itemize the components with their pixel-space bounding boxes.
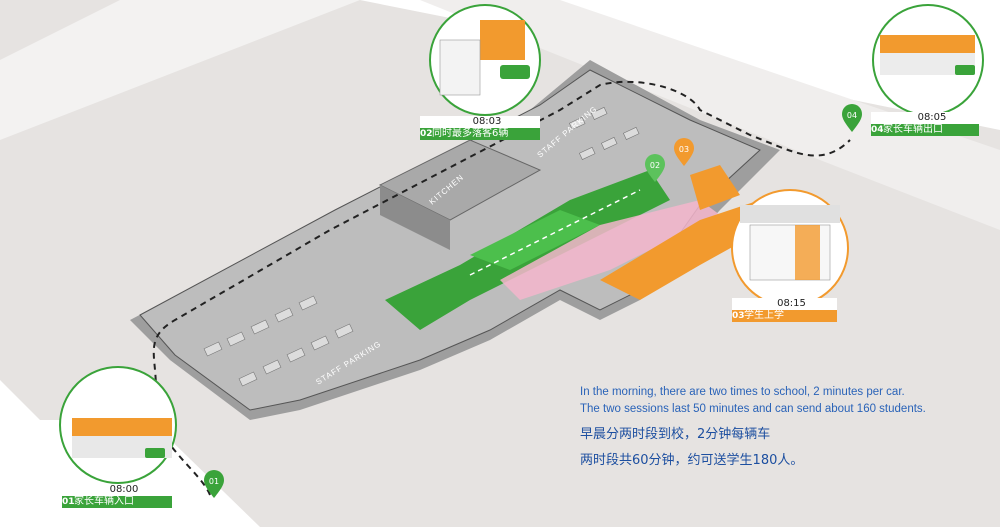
orange-entry (690, 165, 740, 210)
callout-04-vignette (872, 4, 984, 116)
callout-03-caption: 08:15 03学生上学 (732, 298, 837, 322)
dropoff-route (469, 189, 641, 276)
description-notes: In the morning, there are two times to s… (580, 384, 990, 474)
staff-parking-top (568, 106, 640, 160)
staff-parking-left (203, 295, 354, 387)
marker-03-label: 03 (679, 145, 689, 154)
left-road (0, 0, 360, 140)
callout-02-vignette (429, 4, 541, 116)
kitchen-wall (380, 185, 450, 250)
marker-04: 04 (842, 104, 862, 132)
note-zh-line1: 早晨分两时段到校，2分钟每辆车 (580, 427, 771, 442)
callout-03-number: 03 (732, 311, 745, 321)
callout-03-vignette (731, 189, 849, 307)
note-zh-line2: 两时段共60分钟，约可送学生180人。 (580, 453, 804, 468)
callout-03-label: 学生上学 (744, 310, 784, 321)
callout-01-label: 家长车辆入口 (74, 496, 134, 507)
marker-02-label: 02 (650, 161, 660, 170)
callout-01-caption: 08:00 01家长车辆入口 (62, 484, 172, 508)
callout-04-number: 04 (871, 125, 884, 135)
callout-04-caption: 08:05 04家长车辆出口 (871, 112, 979, 136)
callout-01-vignette (59, 366, 177, 484)
marker-03: 03 (674, 138, 694, 166)
callout-03-time: 08:15 (732, 298, 837, 310)
callout-02-number: 02 (420, 129, 433, 139)
marker-01-label: 01 (209, 477, 219, 486)
callout-04-label: 家长车辆出口 (883, 124, 943, 135)
callout-02-caption: 08:03 02同时最多落客6辆 (420, 116, 540, 140)
callout-04-time: 08:05 (871, 112, 979, 124)
callout-02-time: 08:03 (420, 116, 540, 128)
note-en-line2: The two sessions last 50 minutes and can… (580, 403, 926, 415)
callout-01-number: 01 (62, 497, 75, 507)
pink-walkway (500, 200, 720, 300)
callout-02-label: 同时最多落客6辆 (432, 128, 509, 139)
callout-01-time: 08:00 (62, 484, 172, 496)
marker-01: 01 (204, 470, 224, 498)
note-en-line1: In the morning, there are two times to s… (580, 386, 905, 398)
marker-02: 02 (645, 154, 665, 182)
marker-04-label: 04 (847, 111, 857, 120)
green-lane (470, 210, 600, 270)
